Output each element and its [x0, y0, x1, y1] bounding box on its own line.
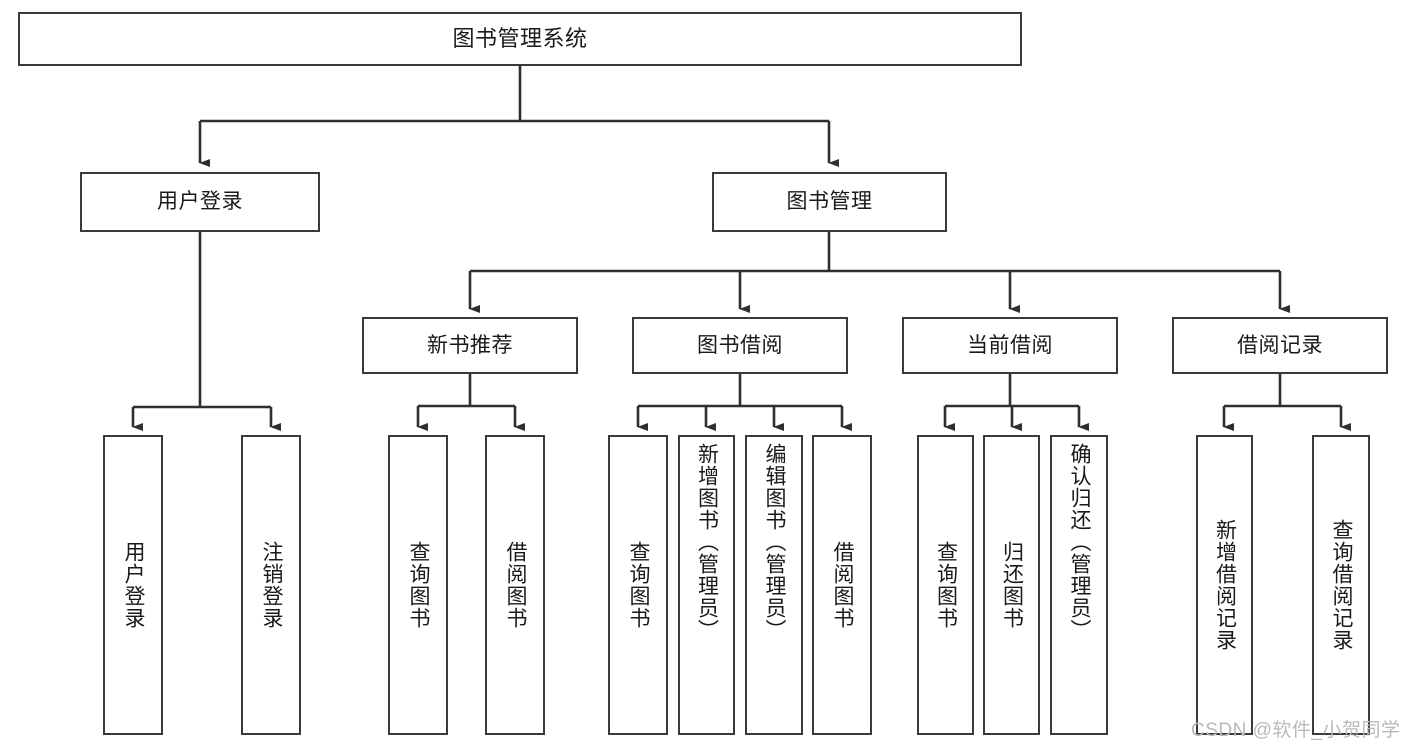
node-leaf-bb-edit[interactable]: 编辑图书（管理员） — [745, 435, 803, 735]
node-leaf-br-add-label: 新增借阅记录 — [1213, 519, 1237, 651]
node-leaf-br-query[interactable]: 查询借阅记录 — [1312, 435, 1370, 735]
node-leaf-bb-add[interactable]: 新增图书（管理员） — [678, 435, 735, 735]
node-new-book-rec-label: 新书推荐 — [427, 333, 513, 357]
node-book-manage-label: 图书管理 — [786, 190, 873, 214]
node-current-borrow-label: 当前借阅 — [967, 333, 1053, 357]
node-leaf-rec-query[interactable]: 查询图书 — [388, 435, 448, 735]
node-leaf-cb-query-label: 查询图书 — [934, 541, 958, 629]
node-borrow-record-label: 借阅记录 — [1237, 333, 1323, 357]
node-leaf-cb-return-label: 归还图书 — [1000, 541, 1024, 629]
node-leaf-cb-query[interactable]: 查询图书 — [917, 435, 974, 735]
node-new-book-rec[interactable]: 新书推荐 — [362, 317, 578, 374]
node-leaf-rec-borrow[interactable]: 借阅图书 — [485, 435, 545, 735]
node-leaf-user-logout-label: 注销登录 — [260, 541, 284, 629]
node-leaf-bb-add-label: 新增图书（管理员） — [695, 443, 719, 641]
node-leaf-cb-confirm-label: 确认归还（管理员） — [1068, 443, 1092, 641]
node-leaf-user-login[interactable]: 用户登录 — [103, 435, 163, 735]
node-leaf-bb-borrow-label: 借阅图书 — [831, 541, 855, 629]
node-book-borrow[interactable]: 图书借阅 — [632, 317, 848, 374]
node-book-manage[interactable]: 图书管理 — [712, 172, 947, 232]
node-leaf-bb-query-label: 查询图书 — [627, 541, 651, 629]
node-leaf-user-logout[interactable]: 注销登录 — [241, 435, 301, 735]
node-user-login[interactable]: 用户登录 — [80, 172, 320, 232]
node-borrow-record[interactable]: 借阅记录 — [1172, 317, 1388, 374]
node-leaf-bb-borrow[interactable]: 借阅图书 — [812, 435, 872, 735]
node-leaf-cb-return[interactable]: 归还图书 — [983, 435, 1040, 735]
node-leaf-br-query-label: 查询借阅记录 — [1330, 519, 1354, 651]
node-leaf-bb-edit-label: 编辑图书（管理员） — [763, 443, 787, 641]
node-leaf-rec-query-label: 查询图书 — [407, 541, 431, 629]
node-book-borrow-label: 图书借阅 — [697, 333, 783, 357]
node-leaf-user-login-label: 用户登录 — [122, 541, 146, 629]
node-leaf-rec-borrow-label: 借阅图书 — [504, 541, 528, 629]
node-leaf-bb-query[interactable]: 查询图书 — [608, 435, 668, 735]
node-root-label: 图书管理系统 — [452, 25, 588, 51]
node-current-borrow[interactable]: 当前借阅 — [902, 317, 1118, 374]
node-leaf-cb-confirm[interactable]: 确认归还（管理员） — [1050, 435, 1108, 735]
node-user-login-label: 用户登录 — [157, 190, 243, 214]
node-root[interactable]: 图书管理系统 — [18, 12, 1022, 66]
node-leaf-br-add[interactable]: 新增借阅记录 — [1196, 435, 1253, 735]
